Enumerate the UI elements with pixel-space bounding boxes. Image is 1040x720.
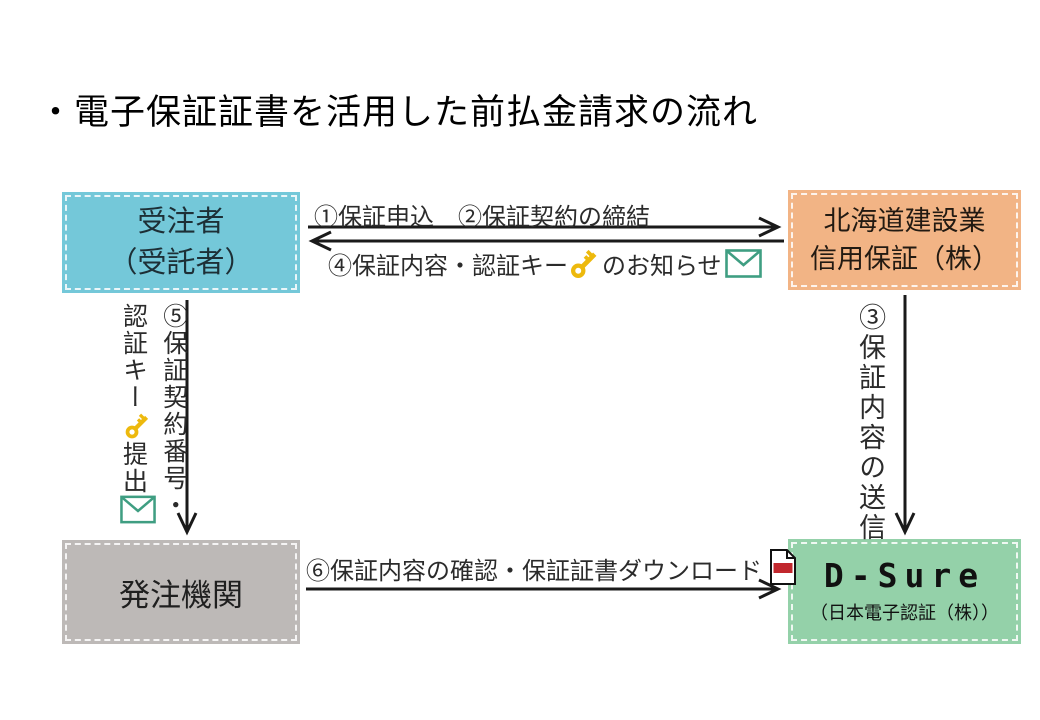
- node-dsure-name: D-Sure: [823, 556, 986, 596]
- flow-label-step3: ③保証内容の送信: [855, 303, 886, 543]
- document-icon: [770, 548, 796, 585]
- node-guarantor-line2: 信用保証（株）: [810, 244, 999, 274]
- page-title: ・電子保証証書を活用した前払金請求の流れ: [38, 93, 759, 132]
- flow-label-step4: ④保証内容・認証キー のお知らせ: [328, 246, 762, 281]
- key-icon: [125, 413, 149, 439]
- envelope-icon: [120, 495, 157, 524]
- envelope-icon: [724, 249, 762, 278]
- arrow-step3: [894, 295, 916, 536]
- node-contractor: 受注者 （受託者）: [62, 192, 300, 293]
- node-guarantor: 北海道建設業 信用保証（株）: [788, 190, 1021, 290]
- node-contractor-line1: 受注者: [137, 206, 225, 239]
- key-icon: [571, 249, 597, 278]
- node-guarantor-line1: 北海道建設業: [823, 205, 986, 236]
- flow-label-step5-col1: ⑤保証契約番号・: [159, 303, 187, 519]
- flow-label-step5-text-before-key: 認証キー: [119, 303, 147, 411]
- flow-label-step5-text-after-key: 提出: [119, 441, 147, 495]
- node-dsure-subtitle: （日本電子認証（株））: [810, 602, 999, 623]
- node-ordering-agency: 発注機関: [62, 540, 300, 644]
- flow-label-step5: ⑤保証契約番号・ 認証キー 提出: [116, 303, 189, 549]
- node-contractor-line2: （受託者）: [108, 246, 254, 279]
- flow-label-step6-text: ⑥保証内容の確認・保証証書ダウンロード: [306, 559, 762, 585]
- node-dsure: D-Sure （日本電子認証（株））: [788, 539, 1021, 644]
- node-ordering-agency-label: 発注機関: [119, 577, 243, 613]
- flow-label-step4-text-after-key: のお知らせ: [602, 254, 722, 280]
- flow-label-step1-2: ①保証申込 ②保証契約の締結: [314, 205, 650, 231]
- flow-label-step4-text-before-key: ④保証内容・認証キー: [328, 254, 568, 280]
- flow-label-step6: ⑥保証内容の確認・保証証書ダウンロード: [306, 548, 797, 586]
